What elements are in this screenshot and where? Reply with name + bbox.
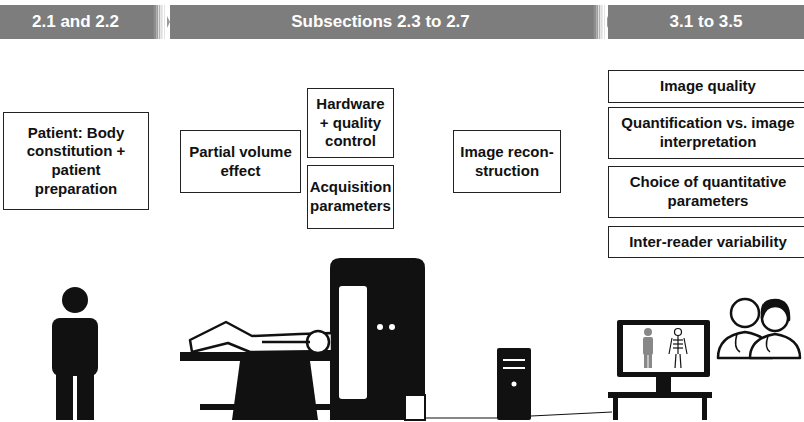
box-label: Acquisition parameters [310, 178, 392, 216]
chevron-separator [599, 5, 601, 39]
desk [613, 398, 618, 420]
chevron-separator [594, 5, 597, 39]
doctor-icon [736, 334, 740, 352]
chevron-separator [601, 5, 602, 39]
monitor [617, 320, 710, 377]
box-label: Patient: Body constitution + patient pre… [10, 124, 142, 199]
monitor [643, 337, 653, 355]
scanner-gantry [389, 324, 395, 330]
computer-tower [497, 348, 531, 420]
box-label: Inter-reader variability [629, 233, 787, 252]
monitor [617, 320, 710, 392]
monitor [673, 347, 683, 348]
chevron-separator [151, 5, 170, 39]
box-label: Hardware + quality control [314, 95, 387, 151]
section-label: 2.1 and 2.2 [32, 12, 119, 32]
chevron-separator [159, 5, 161, 39]
monitor [623, 325, 704, 372]
monitor [669, 329, 687, 369]
box-label: Partial volume effect [187, 143, 294, 181]
topic-box: Image quality [608, 70, 804, 103]
scanner-gantry [338, 285, 368, 400]
box-label: Image quality [660, 77, 756, 96]
chevron-separator [156, 5, 158, 39]
lying-patient [262, 341, 310, 344]
person-icon [77, 360, 94, 420]
section-label: Subsections 2.3 to 2.7 [291, 12, 470, 32]
doctor-icon [718, 299, 800, 358]
topic-box: Inter-reader variability [608, 226, 804, 258]
topic-box: Quantification vs. image interpretation [608, 107, 804, 159]
chevron-separator [591, 5, 594, 39]
lying-patient [190, 322, 332, 352]
monitor [680, 354, 681, 368]
chevron-separator [164, 5, 166, 39]
box-label: Choice of quantitative parameters [615, 173, 801, 211]
cable [531, 412, 612, 416]
section-bar: Subsections 2.3 to 2.7 [170, 5, 591, 39]
monitor [643, 328, 653, 368]
chevron-separator [596, 5, 598, 39]
scanner-gantry [330, 258, 425, 420]
topic-box: Choice of quantitative parameters [608, 166, 804, 218]
computer-tower [503, 359, 525, 361]
box-label: Image recon- struction [460, 143, 554, 181]
section-bar: 3.1 to 3.5 [608, 5, 804, 39]
chevron-separator [151, 5, 154, 39]
section-bar: 2.1 and 2.2 [0, 5, 151, 39]
factor-box: Partial volume effect [180, 130, 301, 193]
monitor [677, 336, 678, 354]
monitor [684, 338, 687, 354]
person-icon [52, 287, 98, 420]
computer-tower [512, 382, 517, 387]
monitor [675, 354, 676, 368]
factor-box: Acquisition parameters [307, 165, 394, 229]
chevron-separator [154, 5, 157, 39]
desk [702, 398, 707, 420]
person-icon [56, 360, 73, 420]
monitor [644, 354, 648, 368]
factor-box: Patient: Body constitution + patient pre… [3, 112, 149, 210]
scanner-gantry [405, 395, 425, 420]
monitor [673, 339, 683, 340]
monitor [675, 329, 682, 336]
computer-tower [497, 348, 531, 420]
person-icon [62, 287, 88, 313]
factor-box: Image recon- struction [453, 130, 561, 193]
scanner-gantry [377, 324, 383, 330]
monitor [673, 343, 683, 344]
chevron-separator [161, 5, 162, 39]
cable [425, 412, 612, 418]
lying-patient [307, 331, 329, 353]
factor-box: Hardware + quality control [307, 88, 394, 158]
monitor [644, 328, 652, 336]
monitor [649, 354, 653, 368]
doctor-icon [731, 299, 759, 327]
scanner-table [200, 404, 350, 410]
section-label: 3.1 to 3.5 [670, 12, 743, 32]
doctor-icon [750, 334, 800, 358]
monitor [669, 338, 672, 354]
chevron-separator [604, 5, 606, 39]
desk [608, 392, 712, 398]
doctor-icon [762, 300, 789, 320]
scanner-table [232, 361, 318, 420]
box-label: Quantification vs. image interpretation [615, 114, 801, 152]
computer-tower [503, 367, 525, 369]
monitor [656, 377, 671, 392]
desk [608, 392, 712, 420]
scanner-gantry [330, 258, 425, 420]
doctor-icon [766, 336, 770, 352]
lying-patient [190, 322, 332, 353]
cable [425, 417, 497, 418]
